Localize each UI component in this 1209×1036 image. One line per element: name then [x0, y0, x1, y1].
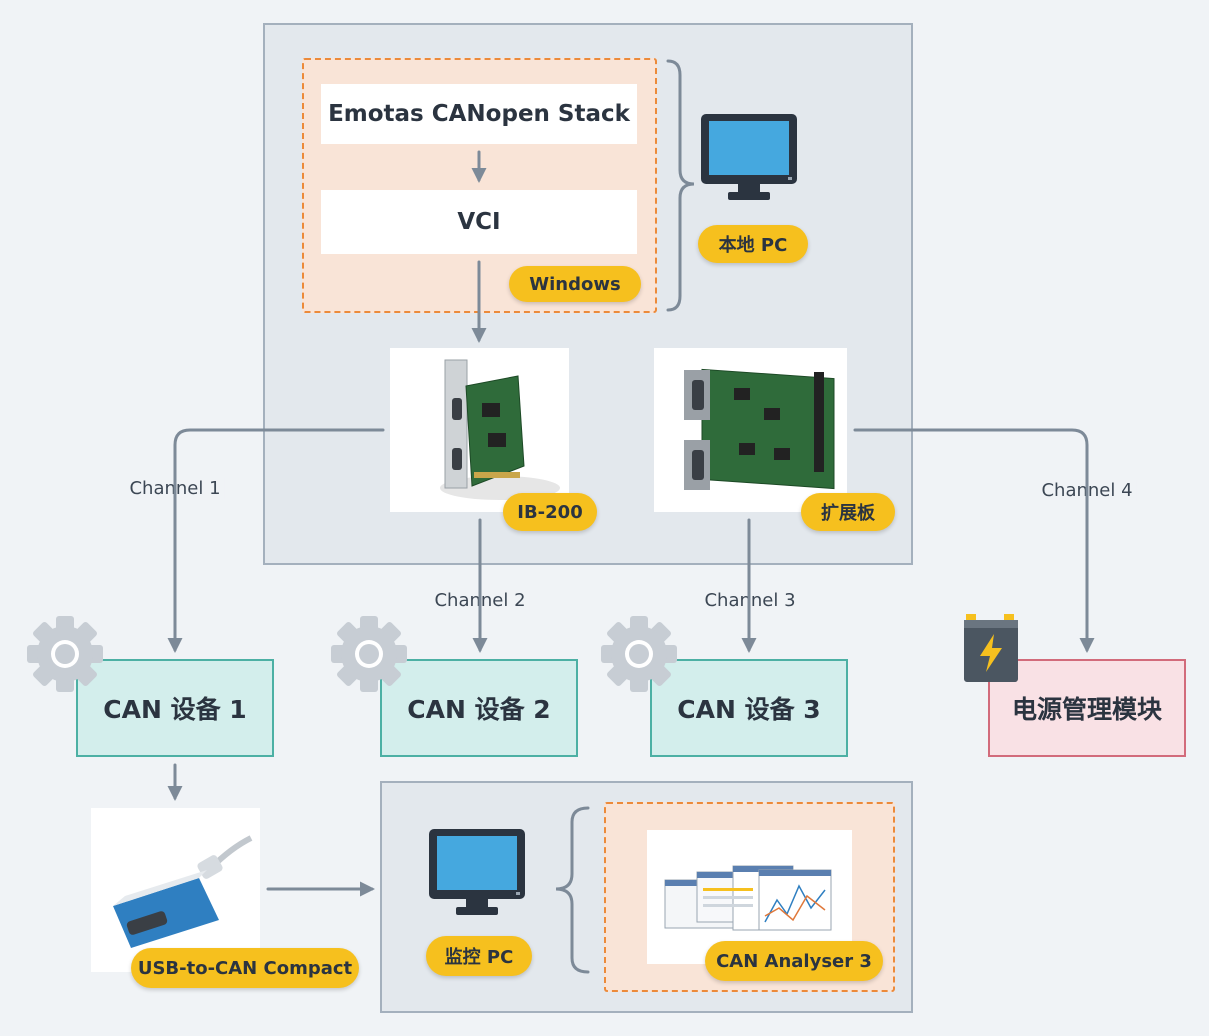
canopen-stack-label: Emotas CANopen Stack	[328, 101, 630, 127]
canopen-stack-box: Emotas CANopen Stack	[321, 84, 637, 144]
channel-3-label: Channel 3	[700, 590, 800, 611]
can-device-2-label: CAN 设备 2	[407, 695, 551, 724]
battery-icon	[962, 612, 1020, 688]
power-management-module: 电源管理模块	[988, 659, 1186, 757]
monitor-pc-badge-label: 监控 PC	[444, 947, 514, 968]
extension-board-badge-label: 扩展板	[821, 503, 875, 524]
gear-icon	[599, 614, 679, 698]
ib200-badge-label: IB-200	[517, 501, 583, 523]
can-analyser-badge-label: CAN Analyser 3	[716, 950, 872, 972]
extension-board-image	[654, 348, 847, 512]
ib200-badge: IB-200	[503, 493, 597, 531]
usb-to-can-image	[91, 808, 260, 972]
power-management-label: 电源管理模块	[1011, 695, 1162, 724]
can-device-1-label: CAN 设备 1	[103, 695, 247, 724]
can-device-3: CAN 设备 3	[650, 659, 848, 757]
channel-4-label: Channel 4	[1037, 480, 1137, 501]
channel-1-label: Channel 1	[125, 478, 225, 499]
gear-icon	[25, 614, 105, 698]
local-pc-badge: 本地 PC	[698, 225, 808, 263]
can-device-3-label: CAN 设备 3	[677, 695, 821, 724]
usb-to-can-badge-label: USB-to-CAN Compact	[137, 957, 353, 979]
monitor-icon	[700, 113, 800, 203]
can-analyser-badge: CAN Analyser 3	[705, 941, 883, 981]
gear-icon	[329, 614, 409, 698]
ib200-card-image	[390, 348, 569, 512]
can-device-2: CAN 设备 2	[380, 659, 578, 757]
monitor-pc-badge: 监控 PC	[426, 936, 532, 976]
channel-2-label: Channel 2	[430, 590, 530, 611]
windows-badge-label: Windows	[529, 273, 621, 295]
windows-badge: Windows	[509, 266, 641, 302]
can-device-1: CAN 设备 1	[76, 659, 274, 757]
usb-to-can-badge: USB-to-CAN Compact	[131, 948, 359, 988]
vci-box: VCI	[321, 190, 637, 254]
monitor-icon	[428, 828, 528, 918]
vci-label: VCI	[457, 209, 501, 235]
extension-board-badge: 扩展板	[801, 493, 895, 531]
local-pc-badge-label: 本地 PC	[718, 235, 788, 256]
